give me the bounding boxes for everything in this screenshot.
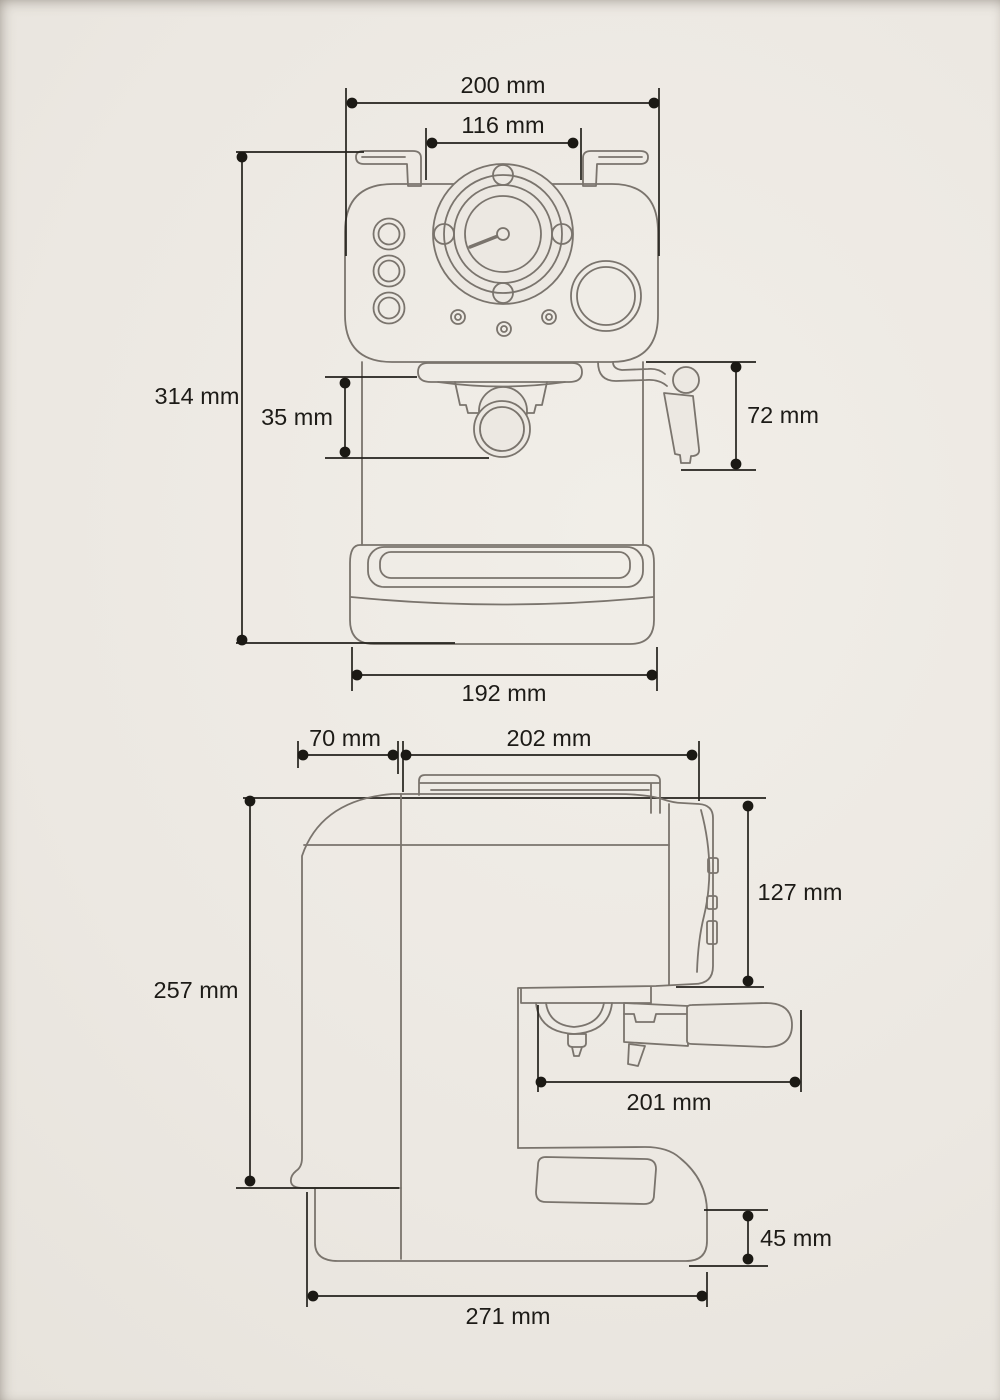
- front-panel-dial-arc: [696, 809, 711, 973]
- dim-body-height: 257 mm: [154, 795, 399, 1189]
- water-tank: [289, 793, 402, 1189]
- tray-cutout: [535, 1156, 657, 1205]
- front-view-dimensions: 200 mm 116 mm 314 mm 35 mm 72 mm: [155, 72, 819, 706]
- dim-front-panel-height-label: 127 mm: [758, 879, 843, 905]
- cup-rail: [355, 150, 649, 187]
- dim-front-panel-height: 127 mm: [676, 800, 843, 988]
- dim-overall-width-label: 200 mm: [461, 72, 546, 98]
- drip-tray-base-side: [314, 1146, 708, 1262]
- dim-group-head-height-label: 35 mm: [261, 404, 333, 430]
- group-head: [417, 362, 583, 458]
- portafilter: [473, 400, 531, 458]
- dim-steam-wand-length: 72 mm: [646, 361, 819, 471]
- indicator-lights: [450, 309, 557, 337]
- dim-body-height-label: 257 mm: [154, 977, 239, 1003]
- steam-knob: [570, 260, 642, 332]
- wand-tip: [663, 392, 701, 464]
- dial-gauge: [432, 163, 574, 305]
- dim-water-tank-depth-label: 70 mm: [309, 725, 381, 751]
- dim-base-height-label: 45 mm: [760, 1225, 832, 1251]
- steam-wand: [597, 361, 701, 464]
- dim-body-depth: 202 mm: [400, 725, 700, 801]
- dim-overall-depth: 271 mm: [306, 1192, 708, 1329]
- handle-grip: [686, 1002, 793, 1048]
- brew-spout: [567, 1033, 587, 1057]
- dim-group-head-height: 35 mm: [261, 376, 489, 459]
- dim-overall-depth-label: 271 mm: [466, 1303, 551, 1329]
- portafilter-handle: [623, 1002, 793, 1067]
- dim-cup-rail-width-label: 116 mm: [461, 112, 544, 138]
- side-view-dimensions: 70 mm 202 mm 127 mm 257 mm 201 mm: [154, 725, 843, 1329]
- dial-center: [496, 227, 510, 241]
- side-view-machine-outline: [289, 774, 793, 1262]
- dim-portafilter-reach-label: 201 mm: [627, 1089, 712, 1115]
- dim-body-depth-label: 202 mm: [507, 725, 592, 751]
- dim-overall-height-label: 314 mm: [155, 383, 240, 409]
- dim-portafilter-reach: 201 mm: [535, 1005, 802, 1115]
- dim-base-width-label: 192 mm: [462, 680, 547, 706]
- control-buttons: [372, 217, 406, 325]
- front-view-machine-outline: [344, 150, 701, 645]
- drip-tray-base: [349, 544, 655, 645]
- side-view: 70 mm 202 mm 127 mm 257 mm 201 mm: [154, 725, 843, 1329]
- dim-base-width: 192 mm: [351, 647, 658, 706]
- side-switch-tabs: [706, 857, 719, 945]
- dim-overall-width: 200 mm: [345, 72, 660, 256]
- group-head-side: [520, 986, 652, 1057]
- handle-lug: [627, 1043, 646, 1067]
- wand-joint: [672, 366, 700, 394]
- cup-rail-side: [418, 774, 661, 814]
- dim-overall-height: 314 mm: [155, 151, 455, 646]
- body-sides: [361, 361, 644, 546]
- dim-cup-rail-width: 116 mm: [425, 112, 582, 180]
- dim-steam-wand-length-label: 72 mm: [747, 402, 819, 428]
- dim-water-tank-depth: 70 mm: [297, 725, 399, 774]
- dim-base-height: 45 mm: [689, 1209, 832, 1267]
- head-outline: [344, 183, 659, 363]
- front-view: 200 mm 116 mm 314 mm 35 mm 72 mm: [155, 72, 819, 706]
